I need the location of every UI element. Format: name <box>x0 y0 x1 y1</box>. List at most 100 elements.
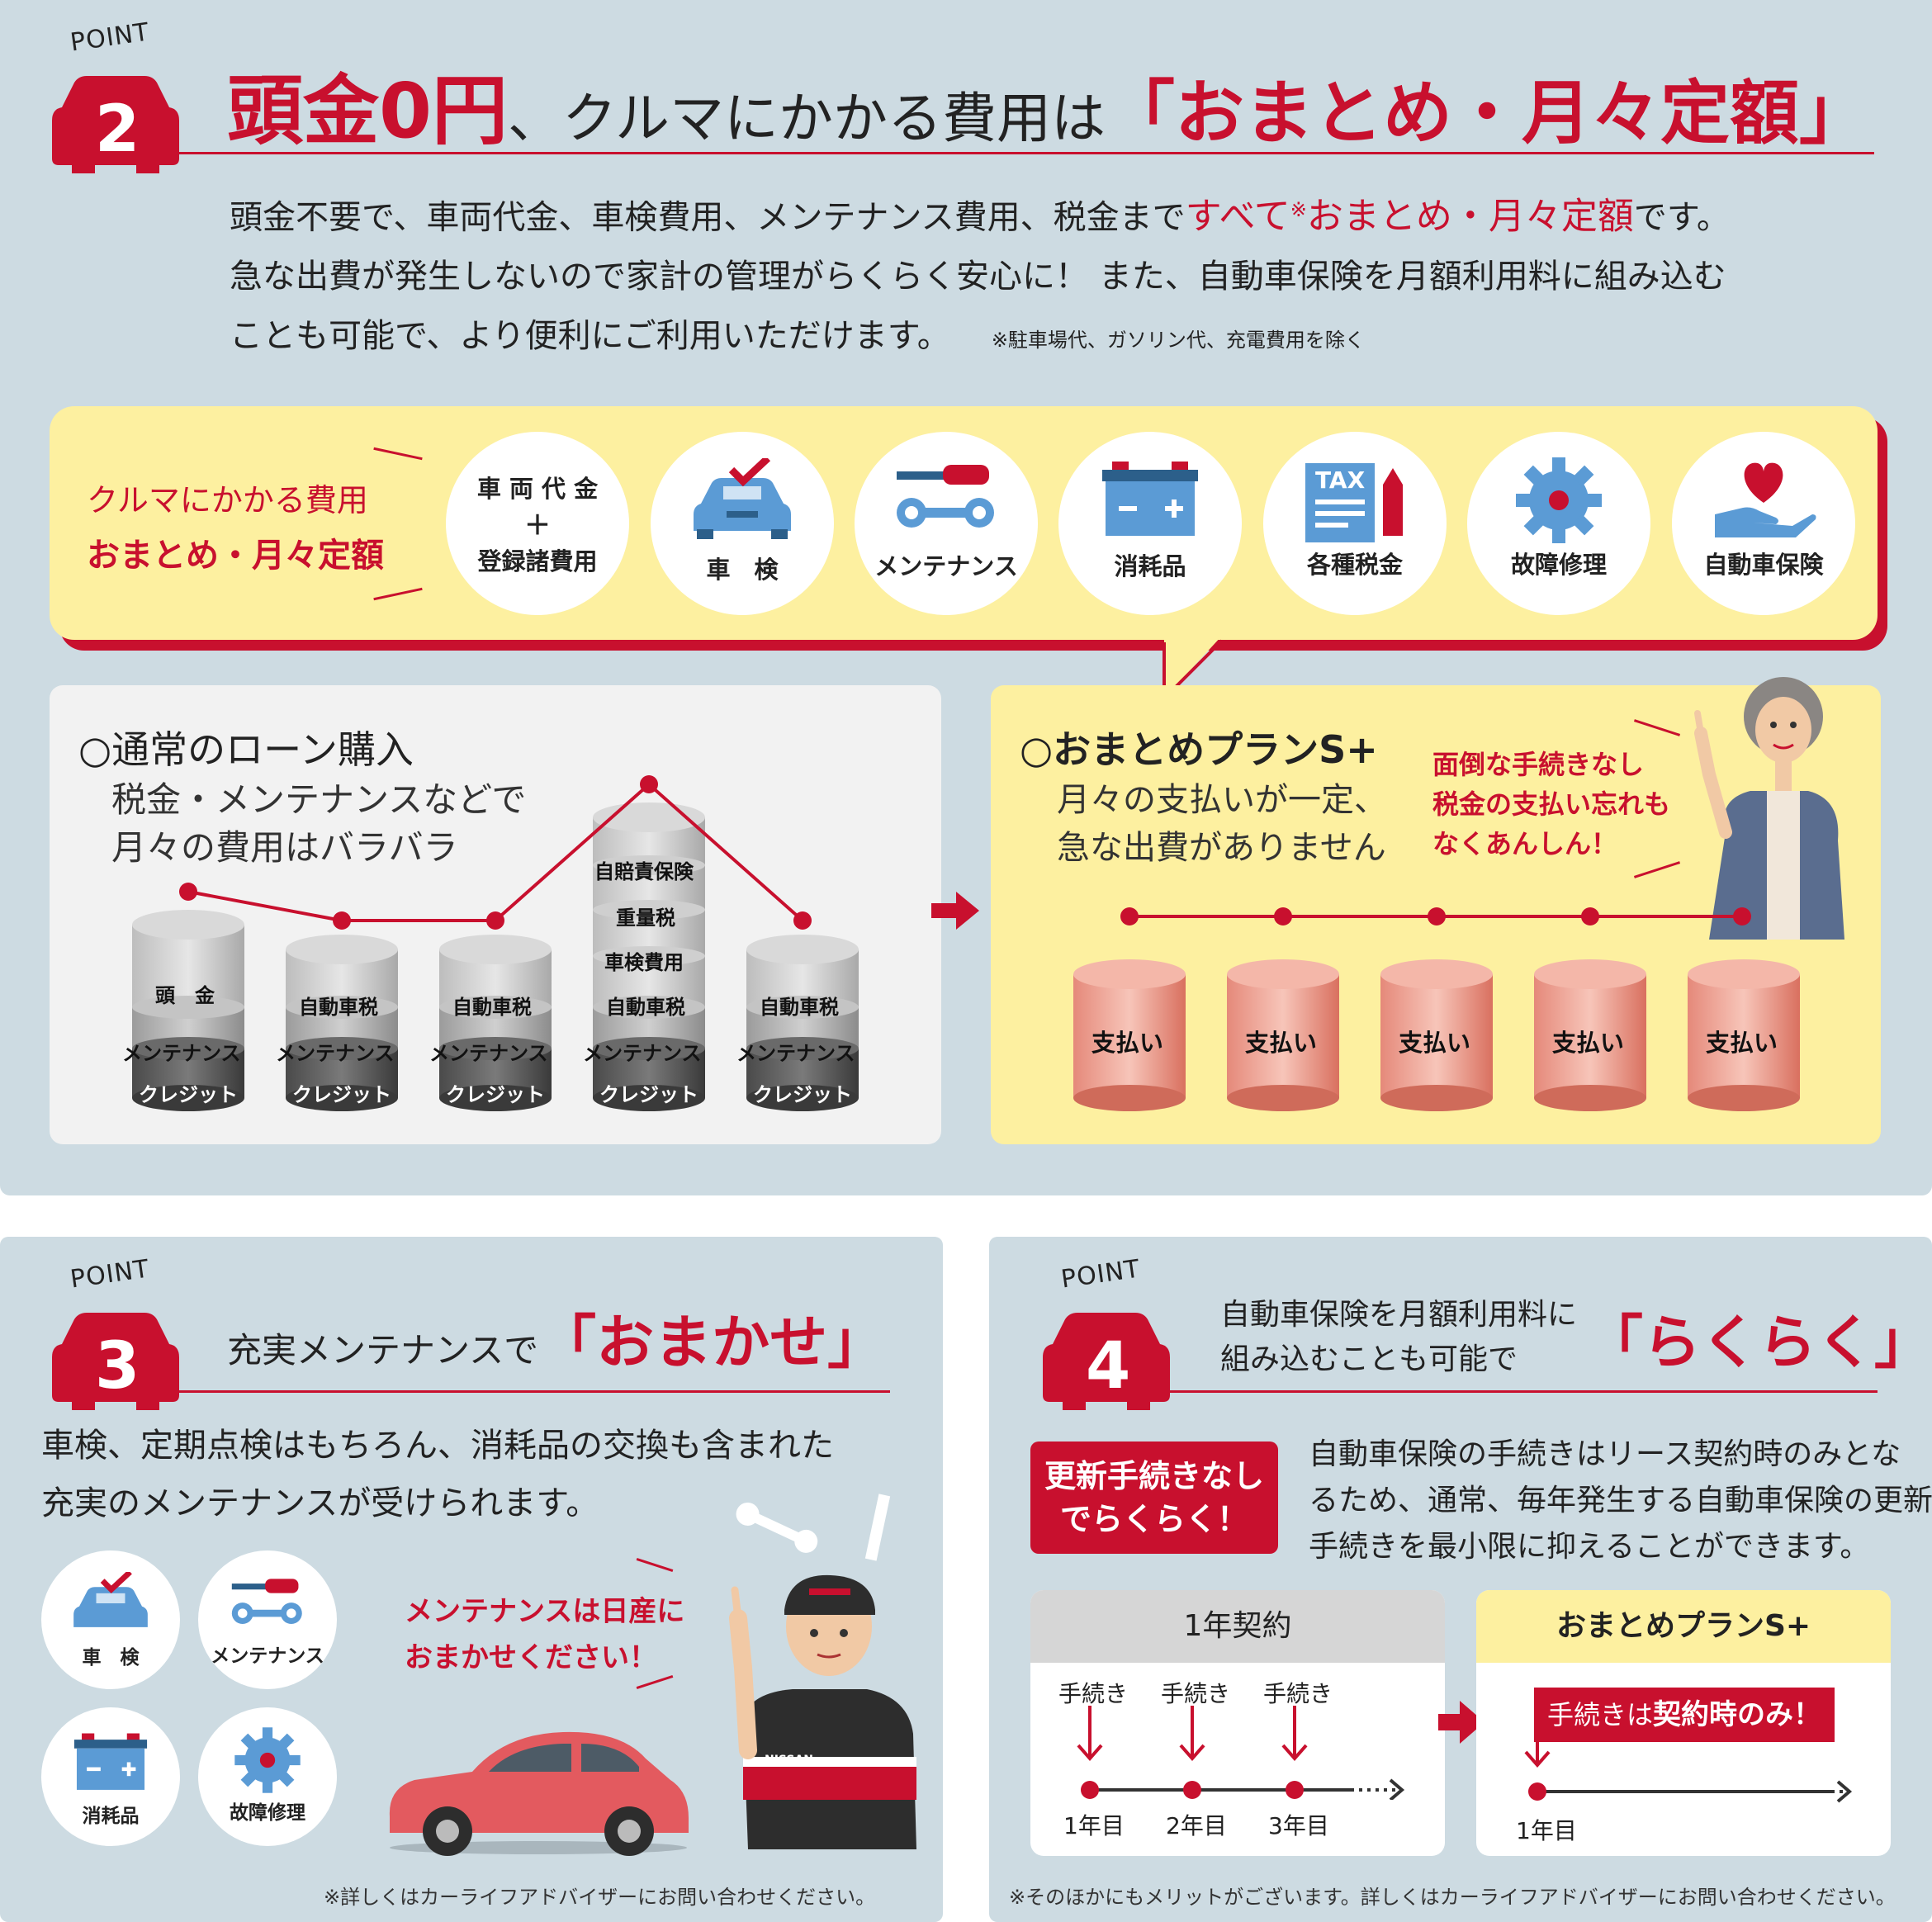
insurance-label: 自動車保険 <box>1703 551 1824 579</box>
one-year-timeline <box>1077 1706 1405 1800</box>
point3-number: 3 <box>95 1329 140 1404</box>
vehicle-line3: 登録諸費用 <box>477 547 598 575</box>
proc-label-1: 手続き <box>1058 1680 1129 1707</box>
point4-title-a-line2: 組み込むことも可能で <box>1220 1342 1518 1376</box>
car-inspection-icon <box>73 1572 148 1627</box>
loan-drum-3 <box>439 935 552 1111</box>
drum2-credit: クレジット <box>292 1083 391 1106</box>
cost-item-vehicle: 車 両 代 金 ＋ 登録諸費用 <box>446 432 629 615</box>
plan-timeline <box>1524 1739 1853 1803</box>
cost-item-insurance: 自動車保険 <box>1672 432 1855 615</box>
point4-number: 4 <box>1086 1329 1131 1404</box>
body-line1-mark: ※ <box>1290 198 1307 221</box>
drum1-credit: クレジット <box>139 1083 238 1106</box>
year-label-2: 2年目 <box>1166 1812 1227 1839</box>
point2-title-underline <box>157 152 1874 154</box>
plan-year-label-1: 1年目 <box>1516 1817 1577 1844</box>
loan-drums-graphic <box>132 775 859 1111</box>
woman-illustration <box>1694 677 1844 940</box>
drum4-maint: メンテナンス <box>583 1042 702 1065</box>
body-note: ※駐車場代、ガソリン代、充電費用を除く <box>991 329 1365 353</box>
cost-item-maintenance: メンテナンス <box>855 432 1038 615</box>
band-label: クルマにかかる費用 おまとめ・月々定額 <box>87 475 384 576</box>
point3-title-a: 充実メンテナンスで <box>227 1330 539 1370</box>
plan-subtitle: 月々の支払いが一定、 急な出費がありません <box>1057 776 1387 872</box>
point2-title: 頭金0円、クルマにかかる費用は「おまとめ・月々定額」 <box>227 50 1868 159</box>
p3-consumables-label: 消耗品 <box>82 1806 140 1827</box>
drum2-tax: 自動車税 <box>299 996 378 1019</box>
cost-item-inspection: 車 検 <box>651 432 834 615</box>
plan-drum-2 <box>1227 959 1339 1111</box>
point2-number: 2 <box>95 92 140 167</box>
vehicle-line2: ＋ <box>523 509 551 541</box>
arrow-right-icon <box>931 892 979 930</box>
drum1-head: 頭 金 <box>155 984 215 1007</box>
point4-body-line1: 自動車保険の手続きはリース契約時のみとな <box>1309 1437 1901 1471</box>
drum3-tax: 自動車税 <box>452 996 532 1019</box>
proc-label-2: 手続き <box>1161 1680 1231 1707</box>
mechanic-illustration <box>729 1574 916 1849</box>
red-car-illustration <box>389 1731 689 1856</box>
drum4-jibai: 自賠責保険 <box>594 860 694 883</box>
point4-title-a-line1: 自動車保険を月額利用料に <box>1220 1298 1578 1332</box>
plan-pay-2: 支払い <box>1245 1029 1318 1057</box>
p3-callout: メンテナンスは日産に おまかせください！ <box>405 1588 684 1681</box>
wrench-screwdriver-icon <box>897 465 994 528</box>
loan-drum-5 <box>746 935 859 1111</box>
point4-badge: POINT 4 <box>1028 1253 1185 1410</box>
body-line3: ことも可能で、より便利にご利用いただけます。 <box>230 317 950 356</box>
consumables-label: 消耗品 <box>1114 552 1186 580</box>
p3-callout-line1: メンテナンスは日産に <box>405 1595 685 1628</box>
loan-title: ○通常のローン購入 <box>78 727 414 772</box>
tax-document-icon <box>1305 463 1403 542</box>
plan-title: ○おまとめプランS+ <box>1020 727 1378 772</box>
body-line1-c: おまとめ・月々定額 <box>1306 195 1634 238</box>
drum5-credit: クレジット <box>753 1083 852 1106</box>
inspection-label: 車 検 <box>706 556 779 584</box>
car-badge-icon <box>52 1313 179 1410</box>
wrench-screwdriver-icon <box>231 1579 302 1625</box>
point3-body-line1: 車検、定期点検はもちろん、消耗品の交換も含まれた <box>41 1427 834 1465</box>
point4-body-line3: 手続きを最小限に抑えることができます。 <box>1309 1530 1870 1564</box>
plan-drum-5 <box>1688 959 1800 1111</box>
drum4-tax: 自動車税 <box>606 996 685 1019</box>
point3-title-b: 「おまかせ」 <box>538 1309 886 1376</box>
title-highlight: 「おまとめ・月々定額」 <box>1106 73 1869 154</box>
plan-drums-graphic <box>1073 907 1800 1111</box>
point3-note: ※詳しくはカーライフアドバイザーにお問い合わせください。 <box>324 1886 876 1909</box>
arrow-right-icon <box>1438 1701 1485 1744</box>
vehicle-line1: 車 両 代 金 <box>476 475 599 503</box>
point4-body: 自動車保険の手続きはリース契約時のみとな るため、通常、毎年発生する自動車保険の… <box>1309 1432 1932 1570</box>
year-label-1: 1年目 <box>1063 1812 1125 1839</box>
p3-item-consumables: 消耗品 <box>41 1707 180 1846</box>
plan-subtitle-line2: 急な出費がありません <box>1057 829 1386 867</box>
loan-drum-2 <box>286 935 398 1111</box>
mechanic-badge: NISSAN <box>765 1754 814 1767</box>
renewal-badge-line1: 更新手続きなし <box>1044 1458 1264 1494</box>
plan-drum-4 <box>1534 959 1646 1111</box>
drum3-maint: メンテナンス <box>429 1042 548 1065</box>
loan-drum-1 <box>132 910 244 1111</box>
plan-pay-5: 支払い <box>1706 1029 1778 1057</box>
p3-item-maintenance: メンテナンス <box>198 1550 337 1689</box>
title-downpayment: 頭金0円 <box>227 67 509 155</box>
contract-only-tag-b: 契約時のみ！ <box>1653 1698 1822 1731</box>
point4-title-a: 自動車保険を月額利用料に 組み込むことも可能で <box>1220 1293 1577 1382</box>
title-middle: 、クルマにかかる費用は <box>508 87 1106 150</box>
point3-title: 充実メンテナンスで「おまかせ」 <box>227 1296 885 1380</box>
plan-pay-4: 支払い <box>1552 1029 1625 1057</box>
gear-icon <box>234 1727 301 1793</box>
battery-icon <box>1102 462 1198 536</box>
band-label-line2: おまとめ・月々定額 <box>87 537 384 575</box>
plan-callout-line2: 税金の支払い忘れも <box>1432 788 1671 820</box>
cost-item-repair: 故障修理 <box>1467 432 1650 615</box>
cost-item-taxes: TAX 各種税金 <box>1263 432 1447 615</box>
drum2-maint: メンテナンス <box>276 1042 395 1065</box>
p3-item-inspection: 車 検 <box>41 1550 180 1689</box>
taxes-label: 各種税金 <box>1306 551 1403 579</box>
heart-hand-icon <box>1715 462 1816 537</box>
one-year-card: 1年契約 <box>1030 1590 1445 1856</box>
car-inspection-icon <box>694 458 791 539</box>
one-year-card-header: 1年契約 <box>1030 1590 1445 1663</box>
body-line1-d: です。 <box>1633 198 1730 237</box>
